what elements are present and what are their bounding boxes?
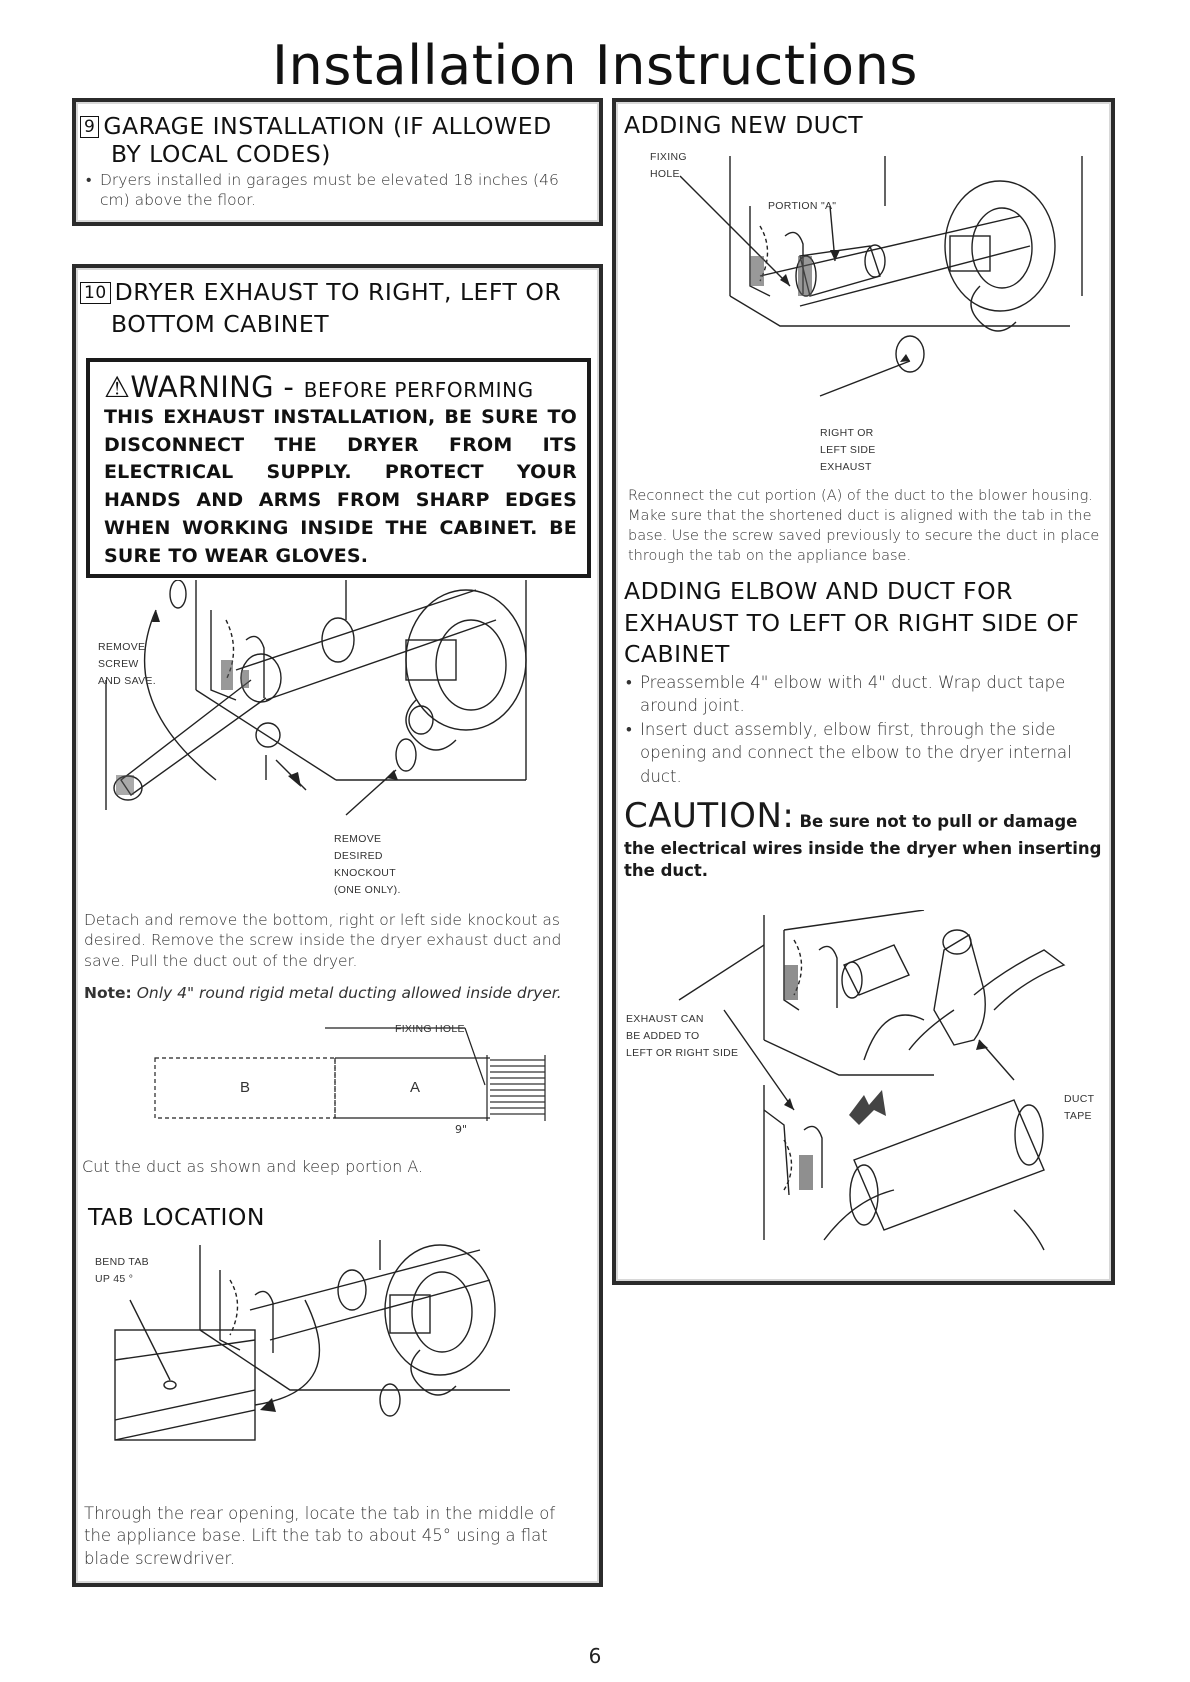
note-label: Note: <box>84 984 132 1002</box>
note-body: Only 4" round rigid metal ducting allowe… <box>136 984 562 1002</box>
exhaust-can-label-2: BE ADDED TO <box>626 1030 700 1042</box>
dryer-exhaust-panel <box>72 264 603 1587</box>
cut-text: Cut the duct as shown and keep portion A… <box>82 1157 424 1176</box>
page-number: 6 <box>588 1644 602 1668</box>
page-title: Installation Instructions <box>272 34 918 97</box>
warning-heading: ⚠WARNING - BEFORE PERFORMING <box>104 370 577 404</box>
new-duct-diagram: FIXING HOLE PORTION "A" RIGHT OR LEFT SI… <box>650 151 1083 473</box>
warning-icon: ⚠ <box>104 370 131 404</box>
warning-lead: BEFORE PERFORMING <box>303 378 534 402</box>
fixing-hole-label-1: FIXING <box>650 151 687 163</box>
duct-tape-label-1: DUCT <box>1064 1093 1095 1105</box>
remove-screw-label-1: REMOVE <box>98 641 145 653</box>
detach-text: Detach and remove the bottom, right or l… <box>84 911 562 970</box>
exhaust-can-label-1: EXHAUST CAN <box>626 1013 704 1025</box>
step-number-10: 10 <box>80 282 111 304</box>
warning-body: THIS EXHAUST INSTALLATION, BE SURE TO DI… <box>104 406 577 567</box>
step-number-9: 9 <box>80 116 100 138</box>
exhaust-title-line1: DRYER EXHAUST TO RIGHT, LEFT OR <box>114 278 562 306</box>
elbow-bullet-1: Preassemble 4" elbow with 4" duct. Wrap … <box>624 671 1104 718</box>
warning-word: WARNING <box>130 370 274 404</box>
fixing-hole-label: FIXING HOLE <box>395 1023 465 1035</box>
elbow-heading: ADDING ELBOW AND DUCT FOR EXHAUST TO LEF… <box>624 577 1080 669</box>
length-label: 9" <box>452 1123 471 1136</box>
tab-location-heading: TAB LOCATION <box>88 1203 265 1231</box>
right-left-label-2: LEFT SIDE <box>820 444 876 456</box>
caution-text: Be sure not to pull or damage the electr… <box>624 812 1102 880</box>
remove-knockout-label-2: DESIRED <box>334 850 383 862</box>
portion-a-label: PORTION "A" <box>768 200 836 212</box>
garage-bullet: Dryers installed in garages must be elev… <box>84 170 589 211</box>
knockout-diagram: REMOVE SCREW AND SAVE. REMOVE DESIRED KN… <box>98 580 527 896</box>
part-b-label: B <box>240 1079 250 1096</box>
right-left-label-1: RIGHT OR <box>820 427 874 439</box>
garage-title-line2: BY LOCAL CODES) <box>111 140 331 168</box>
duct-tape-label-2: TAPE <box>1064 1110 1092 1122</box>
bend-tab-label-2: UP 45 ° <box>95 1273 133 1285</box>
remove-screw-label-3: AND SAVE. <box>98 675 156 687</box>
elbow-diagram: EXHAUST CAN BE ADDED TO LEFT OR RIGHT SI… <box>626 910 1095 1251</box>
elbow-bullet-2: Insert duct assembly, elbow first, throu… <box>624 718 1104 788</box>
elbow-bullets: Preassemble 4" elbow with 4" duct. Wrap … <box>624 671 1104 788</box>
garage-title-line1: GARAGE INSTALLATION (IF ALLOWED <box>103 112 552 140</box>
remove-knockout-label-3: KNOCKOUT <box>334 867 396 879</box>
tab-text: Through the rear opening, locate the tab… <box>84 1504 556 1568</box>
tab-location-diagram: BEND TAB UP 45 ° <box>95 1240 510 1441</box>
exhaust-title-line2: BOTTOM CABINET <box>111 310 330 338</box>
adding-new-duct-heading: ADDING NEW DUCT <box>624 111 864 139</box>
fixing-hole-label-2: HOLE <box>650 168 680 180</box>
duct-cut-diagram: FIXING HOLE B A <box>154 1023 546 1121</box>
note-text: Note: Only 4" round rigid metal ducting … <box>84 983 564 1003</box>
part-a-label: A <box>410 1079 420 1096</box>
warning-dash: - <box>273 370 304 404</box>
remove-screw-label-2: SCREW <box>98 658 139 670</box>
caution-word: CAUTION: <box>624 796 795 836</box>
remove-knockout-label-1: REMOVE <box>334 833 381 845</box>
reconnect-text: Reconnect the cut portion (A) of the duc… <box>628 488 1100 564</box>
exhaust-can-label-3: LEFT OR RIGHT SIDE <box>626 1047 738 1059</box>
remove-knockout-label-4: (ONE ONLY). <box>334 884 401 896</box>
bend-tab-label-1: BEND TAB <box>95 1256 149 1268</box>
garage-bullet-item: Dryers installed in garages must be elev… <box>84 170 589 211</box>
warning-box: ⚠WARNING - BEFORE PERFORMING THIS EXHAUS… <box>86 358 591 578</box>
caution-block: CAUTION: Be sure not to pull or damage t… <box>624 794 1104 882</box>
right-left-label-3: EXHAUST <box>820 461 872 473</box>
